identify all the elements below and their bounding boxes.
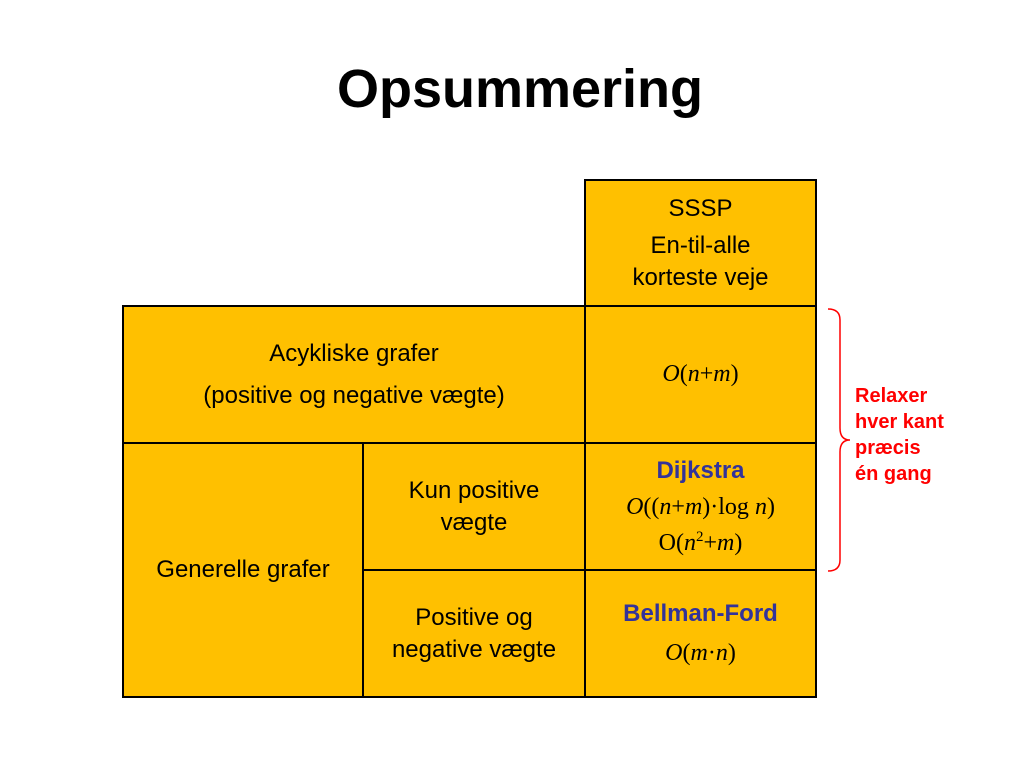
grid-line (815, 179, 817, 698)
acyclic-sublabel: (positive og negative vægte) (203, 381, 505, 409)
mixed-label-cell: Positive og negative vægte (363, 570, 585, 697)
dijkstra-complexity: O((n+m)·log n) (626, 493, 775, 520)
dijkstra-complexity-alt: O(n2+m) (658, 528, 743, 556)
slide-title: Opsummering (336, 59, 704, 119)
general-label-cell: Generelle grafer (123, 443, 363, 697)
grid-line (362, 442, 364, 698)
note-line: hver kant (855, 411, 944, 433)
grid-line (122, 305, 817, 307)
relax-note: Relaxer hver kant præcis én gang (855, 383, 944, 487)
bellman-ford-complexity: O(m·n) (665, 639, 736, 666)
bellman-ford-cell: Bellman-Ford O(m·n) (585, 570, 816, 697)
header-sssp-cell: SSSP En-til-alle korteste veje (585, 180, 816, 306)
acyclic-label-cell: Acykliske grafer (positive og negative v… (123, 306, 585, 443)
header-description: En-til-alle korteste veje (632, 232, 769, 291)
grid-line (122, 305, 124, 698)
grid-line (122, 442, 817, 444)
note-line: Relaxer (855, 385, 928, 407)
acyclic-label: Acykliske grafer (269, 340, 439, 368)
positive-label-cell: Kun positive vægte (363, 443, 585, 570)
grid-line (122, 696, 817, 698)
acyclic-complexity-cell: O(n+m) (585, 306, 816, 443)
grid-line (363, 569, 817, 571)
grid-line (585, 179, 817, 181)
note-line: én gang (855, 463, 932, 485)
grid-line (584, 179, 586, 698)
acyclic-complexity: O(n+m) (662, 360, 739, 387)
note-line: præcis (855, 437, 921, 459)
dijkstra-name: Dijkstra (656, 456, 745, 484)
dijkstra-cell: Dijkstra O((n+m)·log n) O(n2+m) (585, 443, 816, 570)
bellman-ford-name: Bellman-Ford (623, 600, 778, 628)
positive-label: Kun positive vægte (408, 477, 540, 536)
right-brace-icon (828, 308, 851, 572)
general-label: Generelle grafer (156, 556, 330, 584)
header-sssp: SSSP (668, 195, 733, 223)
mixed-label: Positive og negative vægte (391, 604, 557, 663)
